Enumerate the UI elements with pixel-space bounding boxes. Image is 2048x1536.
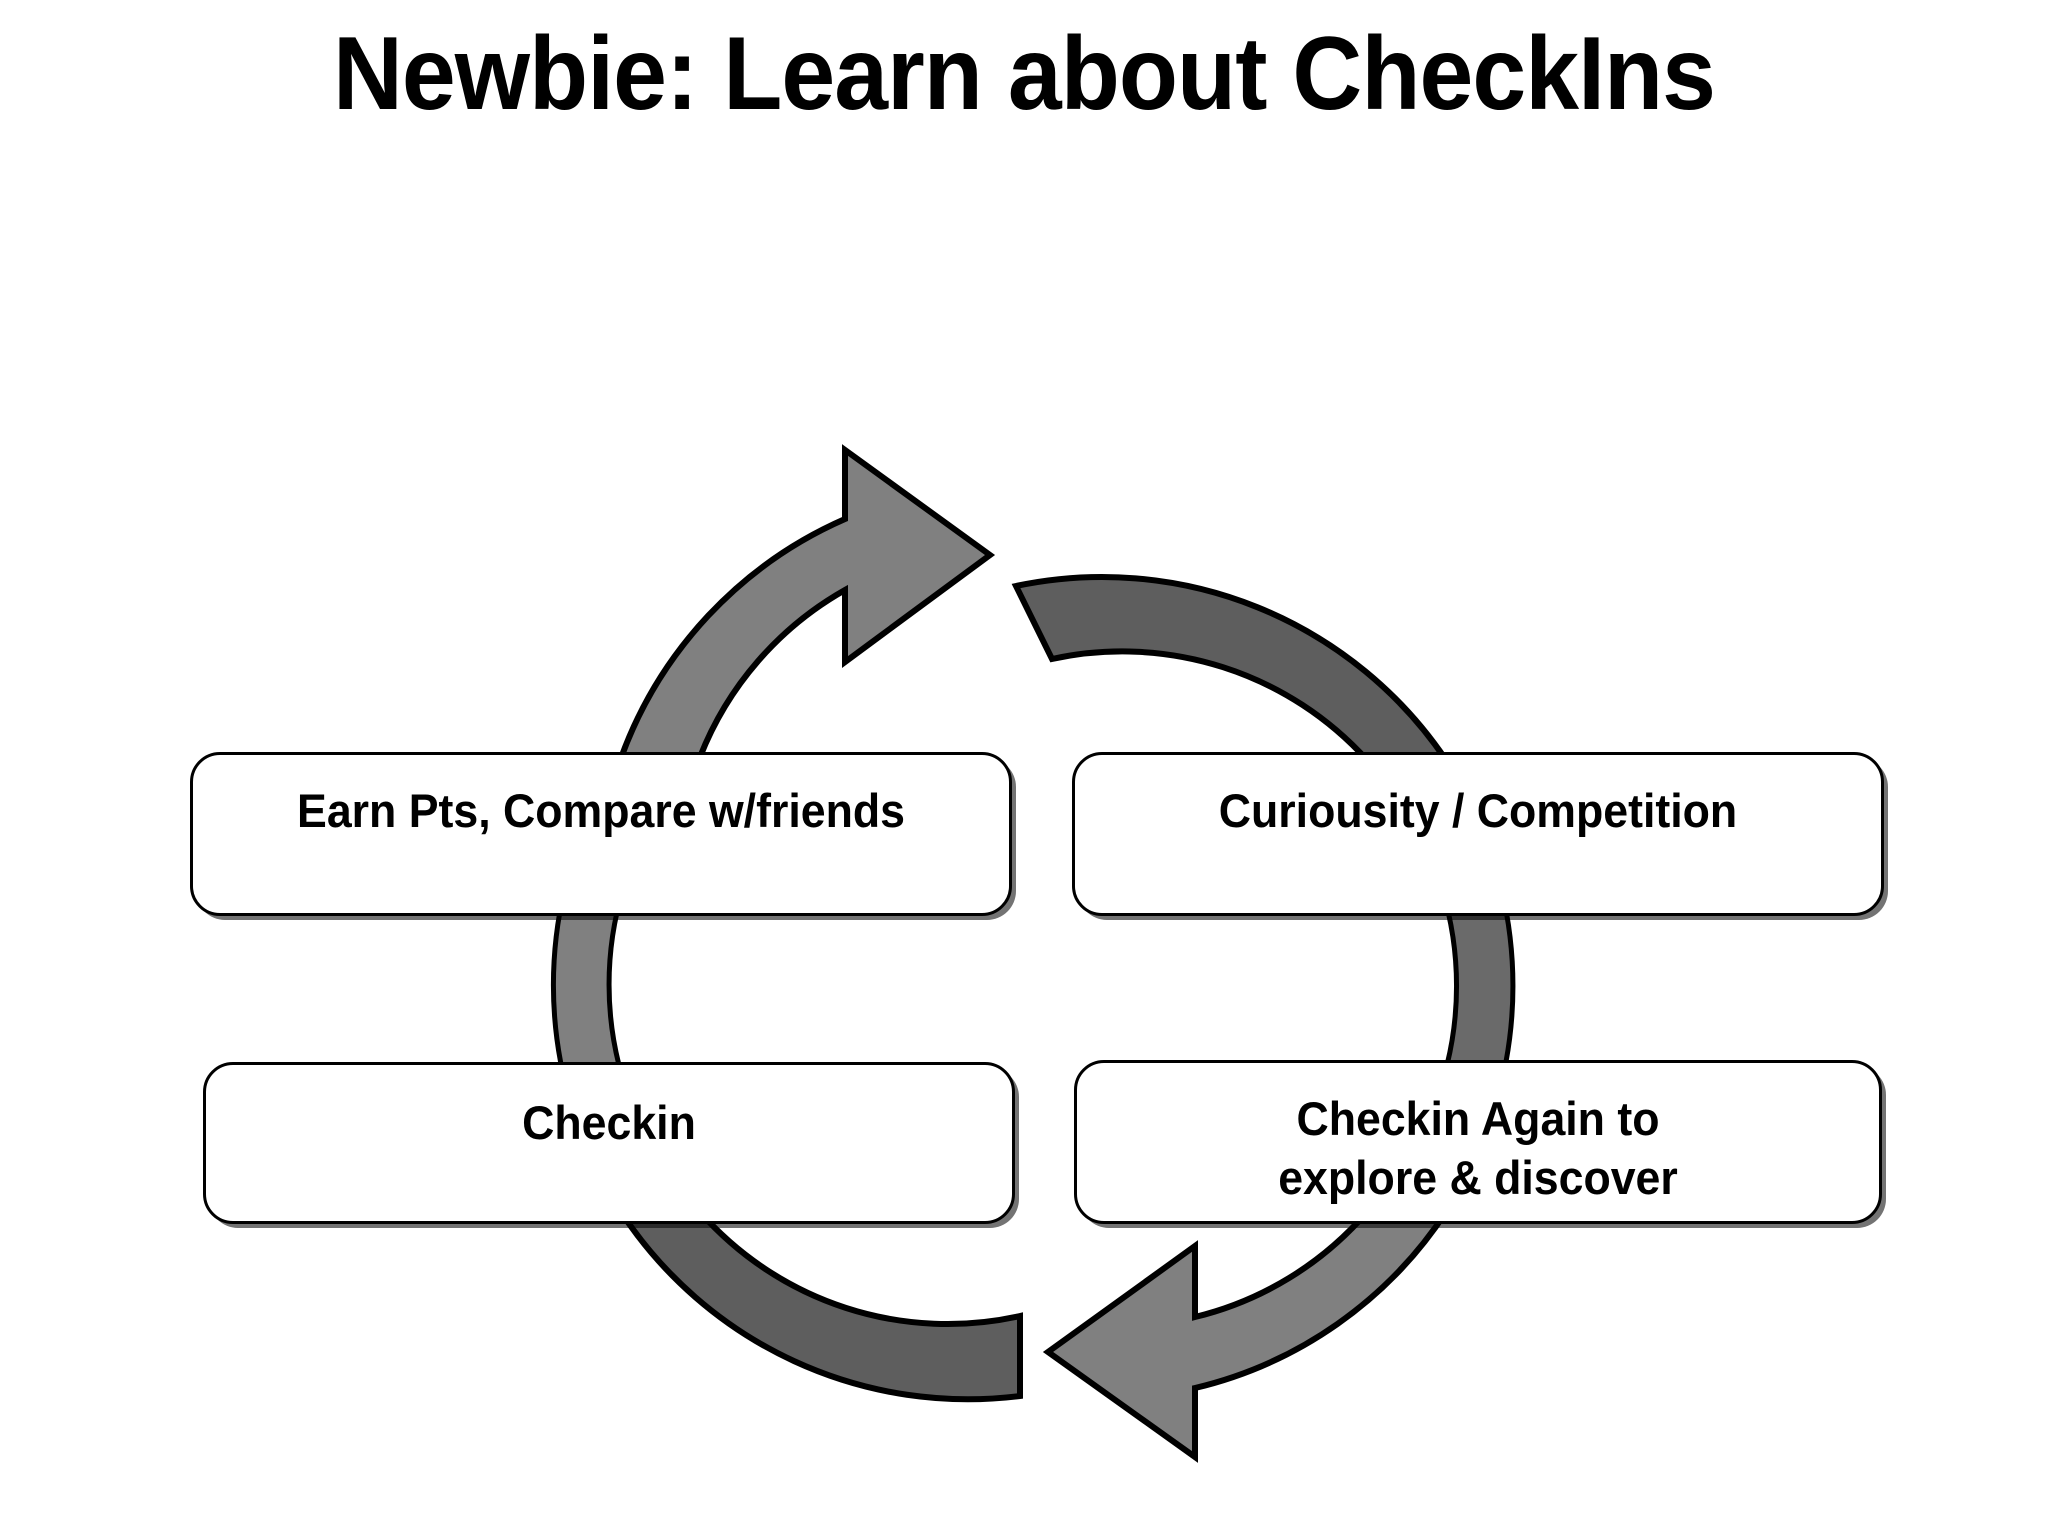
cycle-box-earn-pts-label: Earn Pts, Compare w/friends (297, 784, 905, 837)
cycle-box-checkin-label: Checkin (522, 1096, 696, 1149)
cycle-box-checkin-again-label: Checkin Again to explore & discover (1278, 1092, 1678, 1205)
cycle-box-curiosity-label: Curiousity / Competition (1218, 784, 1738, 837)
arc-lower-left-icon (615, 1209, 1023, 1403)
arrow-lower-right-icon (1042, 1209, 1452, 1463)
arc-upper-right-icon (1011, 574, 1452, 763)
cycle-box-earn-pts[interactable]: Earn Pts, Compare w/friends (190, 752, 1012, 916)
arrow-upper-left-icon (616, 444, 996, 762)
cycle-box-checkin[interactable]: Checkin (203, 1062, 1015, 1224)
cycle-box-curiosity[interactable]: Curiousity / Competition (1072, 752, 1884, 916)
cycle-box-checkin-again[interactable]: Checkin Again to explore & discover (1074, 1060, 1882, 1224)
page-title: Newbie: Learn about CheckIns (332, 16, 1716, 132)
